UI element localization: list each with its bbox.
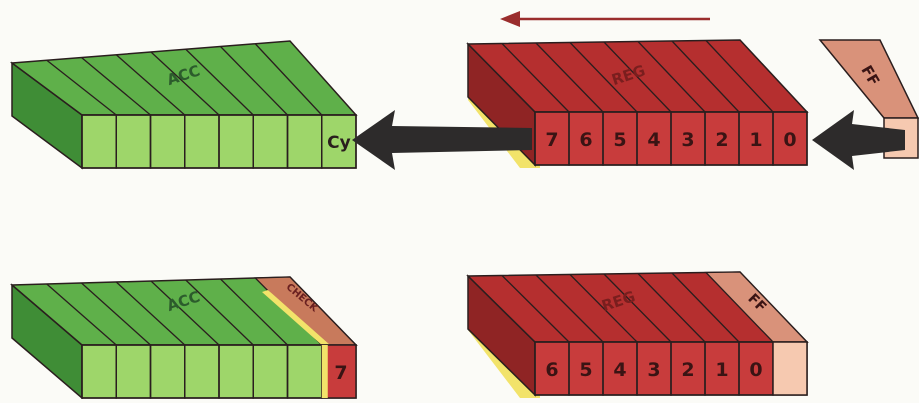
register-bottom-cells: 6 5 4 3 2 1 0	[534, 341, 808, 396]
register-bottom-cell-label: 0	[749, 359, 762, 381]
accumulator-top-cell-label: Cy	[327, 133, 351, 153]
register-top-cell-label: 5	[613, 129, 626, 151]
register-top-cell-label: 4	[647, 129, 660, 151]
register-bottom-cell-label: 6	[545, 359, 558, 381]
register-bottom-cell-label: 5	[579, 359, 592, 381]
register-bottom-cell-label: 3	[647, 359, 660, 381]
register-bottom-cell-label: 4	[613, 359, 626, 381]
register-top-cell-label: 1	[749, 129, 762, 151]
register-bottom-cell-label: 1	[715, 359, 728, 381]
accumulator-bottom-stripes	[46, 278, 288, 346]
register-top-cell	[772, 111, 808, 166]
accumulator-bottom-cells: 7	[81, 344, 357, 399]
transfer-arrow-flipflop-to-register	[812, 110, 905, 170]
register-top: REG 7 6 5 4 3 2 1 0	[466, 39, 809, 168]
register-top-cell-label: 7	[545, 129, 558, 151]
register-top-cell-label: 6	[579, 129, 592, 151]
accumulator-bottom: ACC CHECK 7	[10, 276, 358, 400]
register-bottom: REG FF 6 5 4 3 2 1 0	[466, 271, 809, 398]
accumulator-top: ACC Cy	[9, 40, 358, 170]
accumulator-top-stripes	[46, 43, 323, 116]
accumulator-bottom-yellow-edge	[262, 290, 330, 345]
register-top-cell-label: 3	[681, 129, 694, 151]
register-top-cell-label: 2	[715, 129, 728, 151]
shift-direction-arrow	[500, 11, 710, 27]
transfer-arrow-register-to-accumulator	[352, 110, 532, 170]
accumulator-bottom-cell-label: 7	[334, 362, 347, 384]
register-top-stripes	[501, 40, 774, 113]
register-bottom-cell-ff	[772, 341, 808, 396]
accumulator-top-cells: Cy	[81, 114, 357, 169]
accumulator-bottom-cell-carry-yellow	[321, 345, 328, 398]
register-bottom-stripes	[501, 272, 740, 343]
register-bottom-cell-label: 2	[681, 359, 694, 381]
register-top-cell-label: 0	[783, 129, 796, 151]
register-top-cells: 7 6 5 4 3 2 1 0	[534, 111, 808, 166]
